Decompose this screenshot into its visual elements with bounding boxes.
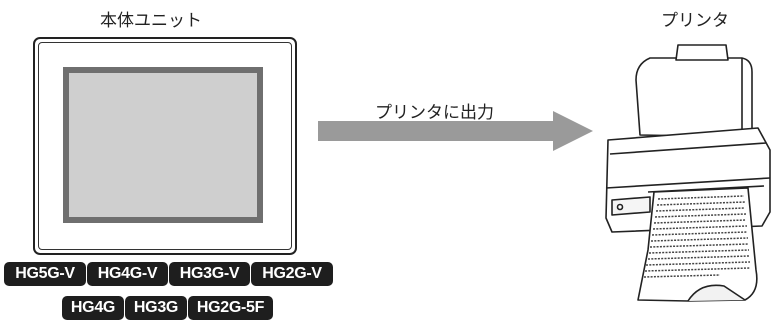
model-badge: HG4G-V (87, 262, 168, 286)
model-badge: HG2G-5F (188, 296, 273, 320)
model-badge: HG4G (62, 296, 124, 320)
printer-label: プリンタ (661, 11, 729, 31)
model-badge: HG3G (125, 296, 187, 320)
model-badge: HG5G-V (4, 262, 86, 286)
arrow-label: プリンタに出力 (375, 103, 494, 123)
hmi-screen-frame (63, 67, 263, 223)
model-badge: HG3G-V (169, 262, 250, 286)
printer-icon (605, 44, 771, 302)
hmi-screen (69, 73, 257, 217)
main-unit-label: 本体ユニット (100, 11, 202, 31)
hmi-unit-icon (33, 37, 297, 255)
hmi-bezel (38, 42, 292, 250)
model-badge: HG2G-V (251, 262, 333, 286)
arrow-right-icon (318, 111, 593, 151)
